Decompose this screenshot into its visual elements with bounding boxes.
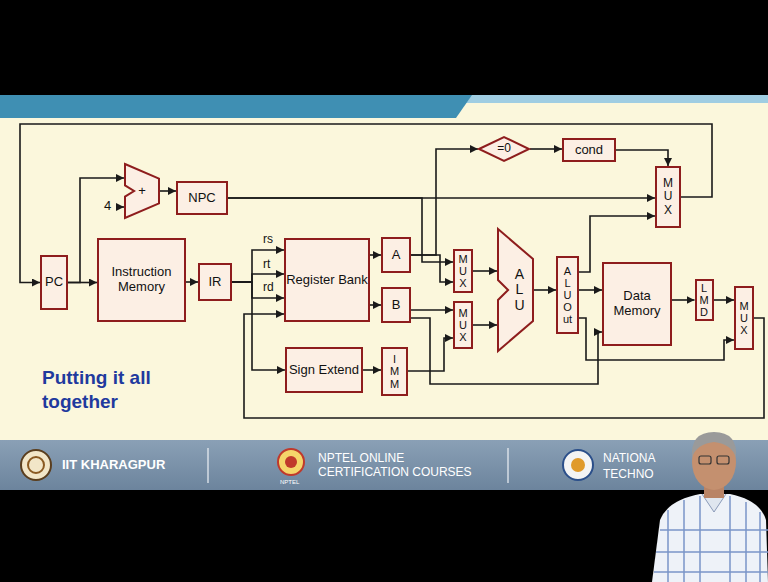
connector xyxy=(370,254,381,256)
connector xyxy=(530,148,562,150)
process-box: Sign Extend xyxy=(285,347,363,393)
presenter-shirt xyxy=(652,494,768,582)
node-text: ALU xyxy=(513,267,527,313)
logo-emblem xyxy=(278,449,304,475)
logo-emblem xyxy=(563,450,593,480)
node-text: MUX xyxy=(662,177,674,217)
node-text: PC xyxy=(45,275,63,290)
adder: + xyxy=(124,163,160,219)
memory-box: Data Memory xyxy=(602,262,672,346)
alu-shape: ALU xyxy=(497,228,534,352)
register-box: B xyxy=(381,287,411,323)
register-box: ALUOut xyxy=(556,256,579,334)
header-band xyxy=(0,95,472,118)
memory-box: Instruction Memory xyxy=(97,238,186,322)
register-file: Register Bank xyxy=(284,238,370,322)
footer-text: NATIONA xyxy=(603,452,655,466)
register-box: PC xyxy=(40,255,68,310)
connector xyxy=(672,299,695,301)
logo-emblem xyxy=(28,457,44,473)
connector xyxy=(232,250,284,282)
register-box: cond xyxy=(562,138,616,162)
connector xyxy=(232,282,284,298)
footer-text: TECHNO xyxy=(603,468,654,482)
footer-text: NPTEL ONLINE CERTIFICATION COURSES xyxy=(318,452,478,480)
connector xyxy=(473,270,497,272)
signal-name: rs xyxy=(262,233,274,247)
mux-box: MUX xyxy=(453,249,473,293)
presenter xyxy=(652,432,768,582)
connector xyxy=(534,289,556,291)
footer-text: IIT KHARAGPUR xyxy=(62,458,165,473)
logo-caption: NPTEL xyxy=(280,479,299,486)
logo-emblem xyxy=(285,456,297,468)
mux-box: MUX xyxy=(453,301,473,349)
slide-ground xyxy=(0,95,768,440)
presenter-glasses xyxy=(717,456,729,464)
node-text: B xyxy=(392,298,401,313)
register-box: IR xyxy=(198,263,232,301)
adder-outline xyxy=(125,164,159,218)
node-text: LMD xyxy=(699,282,710,318)
node-text: Register Bank xyxy=(286,273,368,288)
presenter-glasses xyxy=(699,456,711,464)
node-text: Sign Extend xyxy=(289,363,359,378)
constant-input-arrow xyxy=(116,206,124,208)
connector xyxy=(616,150,668,166)
connector xyxy=(411,149,478,255)
mux-box: MUX xyxy=(734,286,754,350)
register-box: LMD xyxy=(695,279,714,321)
mux-box: MUX xyxy=(655,166,681,228)
logo-emblem xyxy=(571,458,585,472)
connector xyxy=(363,369,381,371)
alu-shape-outline xyxy=(498,229,533,351)
signal-name: rd xyxy=(262,281,275,295)
node-text: MUX xyxy=(458,307,469,343)
node-text: MUX xyxy=(458,253,469,289)
connector xyxy=(473,324,497,326)
node-text: Instruction Memory xyxy=(99,265,184,295)
node-text: A xyxy=(392,248,401,263)
connector xyxy=(186,281,198,283)
presenter-hair xyxy=(692,432,736,458)
register-box: IMM xyxy=(381,347,408,396)
connector xyxy=(160,190,176,192)
slide-title: Putting it all together xyxy=(42,366,182,414)
signal-name: rt xyxy=(262,258,271,272)
node-text: IMM xyxy=(389,353,400,389)
footer-divider xyxy=(207,448,208,483)
footer-divider xyxy=(507,448,508,483)
node-text: cond xyxy=(575,143,603,158)
alu-shape-outline xyxy=(497,228,534,352)
node-text: MUX xyxy=(739,300,750,336)
node-text: IR xyxy=(209,275,222,290)
connector xyxy=(714,299,735,301)
connector xyxy=(411,309,453,311)
node-text: Data Memory xyxy=(604,289,670,319)
decision-diamond-outline xyxy=(479,137,529,161)
logo-emblem xyxy=(21,450,51,480)
presenter-shirt-check xyxy=(654,496,768,582)
footer-band xyxy=(0,440,768,490)
connector xyxy=(232,274,284,282)
node-text: + xyxy=(138,184,146,199)
node-text: =0 xyxy=(497,142,511,156)
decision-diamond: =0 xyxy=(478,136,530,162)
connector xyxy=(579,289,602,291)
node-text: ALUOut xyxy=(562,265,573,325)
connector xyxy=(232,282,285,370)
connector xyxy=(370,304,381,306)
constant-label: 4 xyxy=(104,199,111,214)
node-text: NPC xyxy=(188,191,215,206)
register-box: NPC xyxy=(176,181,228,215)
register-box: A xyxy=(381,237,411,273)
connector xyxy=(411,255,453,282)
